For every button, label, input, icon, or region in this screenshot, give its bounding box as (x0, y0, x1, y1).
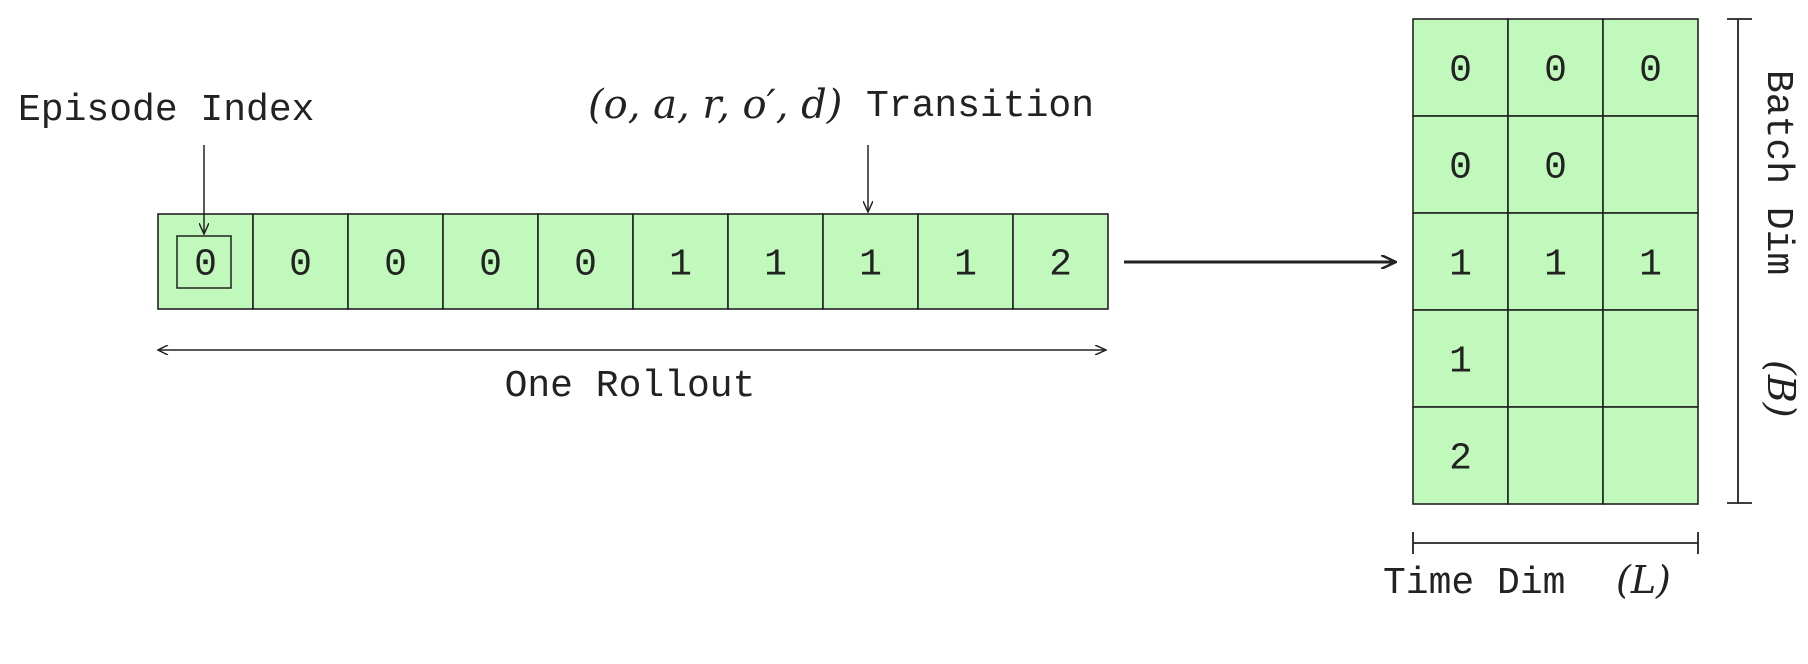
batch-cell-value: 0 (1449, 50, 1472, 93)
rollout-cell-box (537, 213, 634, 310)
rollout-cell-value: 0 (479, 244, 502, 287)
rollout-row: 0 0 0 0 0 1 1 1 1 2 (157, 213, 1109, 310)
batch-cell (1602, 115, 1699, 214)
rollout-cell: 2 (1012, 213, 1109, 310)
batch-cell: 0 (1602, 18, 1699, 117)
rollout-cell: 1 (727, 213, 824, 310)
batch-cell-value: 1 (1449, 341, 1472, 384)
batch-cell-box (1412, 115, 1509, 214)
rollout-cell-value: 0 (289, 244, 312, 287)
batch-cell-box (1412, 18, 1509, 117)
rollout-cell: 1 (632, 213, 729, 310)
rollout-cell-box (252, 213, 349, 310)
batch-cell (1507, 309, 1604, 408)
batch-grid: 0 0 0 0 0 1 1 1 1 2 (1412, 18, 1699, 505)
rollout-cell-box (632, 213, 729, 310)
time-dim-bracket (1412, 532, 1699, 554)
batch-cell-box (1507, 406, 1604, 505)
batch-cell-box (1602, 406, 1699, 505)
rollout-cell-value: 0 (384, 244, 407, 287)
episode-index-label: Episode Index (18, 89, 314, 132)
rollout-cell-value: 0 (194, 244, 217, 287)
batch-cell-box (1507, 309, 1604, 408)
batch-cell: 1 (1507, 212, 1604, 311)
batch-cell: 1 (1602, 212, 1699, 311)
rollout-cell-value: 2 (1049, 244, 1072, 287)
batch-cell: 0 (1507, 115, 1604, 214)
transition-label: Transition (866, 85, 1094, 128)
batch-dim-symbol: (B) (1759, 360, 1803, 418)
rollout-cell-value: 1 (954, 244, 977, 287)
rollout-cell: 0 (442, 213, 539, 310)
rollout-cell-value: 0 (574, 244, 597, 287)
batch-dim-label: Batch Dim (1756, 70, 1799, 275)
batch-cell-value: 1 (1544, 244, 1567, 287)
batch-cell-box (1602, 309, 1699, 408)
time-dim-label: Time Dim (1383, 562, 1565, 605)
rollout-cell-value: 1 (669, 244, 692, 287)
batch-cell: 2 (1412, 406, 1509, 505)
batch-cell (1602, 406, 1699, 505)
time-dim-symbol: (L) (1616, 558, 1671, 602)
rollout-cell-value: 1 (859, 244, 882, 287)
batch-cell-value: 0 (1449, 147, 1472, 190)
batch-cell-value: 1 (1639, 244, 1662, 287)
rollout-cell: 0 (252, 213, 349, 310)
rollout-cell: 0 (157, 213, 254, 310)
batch-cell-value: 0 (1639, 50, 1662, 93)
batch-cell-value: 0 (1544, 147, 1567, 190)
batch-cell-value: 1 (1449, 244, 1472, 287)
batch-cell: 0 (1412, 115, 1509, 214)
batch-cell-box (1602, 212, 1699, 311)
batch-cell: 0 (1412, 18, 1509, 117)
rollout-cell: 0 (537, 213, 634, 310)
rollout-cell-box (727, 213, 824, 310)
batch-cell-box (1507, 212, 1604, 311)
transition-tuple-label: (o, a, r, o′, d) (588, 82, 842, 128)
batch-cell-value: 2 (1449, 438, 1472, 481)
batch-cell-box (1412, 406, 1509, 505)
rollout-cell-box (917, 213, 1014, 310)
episode-index-highlight (176, 235, 232, 289)
batch-cell: 1 (1412, 212, 1509, 311)
one-rollout-label: One Rollout (505, 365, 756, 408)
batch-cell-box (1602, 115, 1699, 214)
batch-cell-box (1507, 18, 1604, 117)
rollout-cell: 1 (917, 213, 1014, 310)
rollout-cell-value: 1 (764, 244, 787, 287)
rollout-cell-box (822, 213, 919, 310)
rollout-cell: 0 (347, 213, 444, 310)
rollout-cell-box (1012, 213, 1109, 310)
batch-cell: 1 (1412, 309, 1509, 408)
rollout-cell: 1 (822, 213, 919, 310)
batch-cell (1507, 406, 1604, 505)
batch-dim-bracket (1727, 18, 1752, 504)
batch-cell: 0 (1507, 18, 1604, 117)
batch-cell-value: 0 (1544, 50, 1567, 93)
batch-cell (1602, 309, 1699, 408)
rollout-cell-box (347, 213, 444, 310)
batch-cell-box (1602, 18, 1699, 117)
